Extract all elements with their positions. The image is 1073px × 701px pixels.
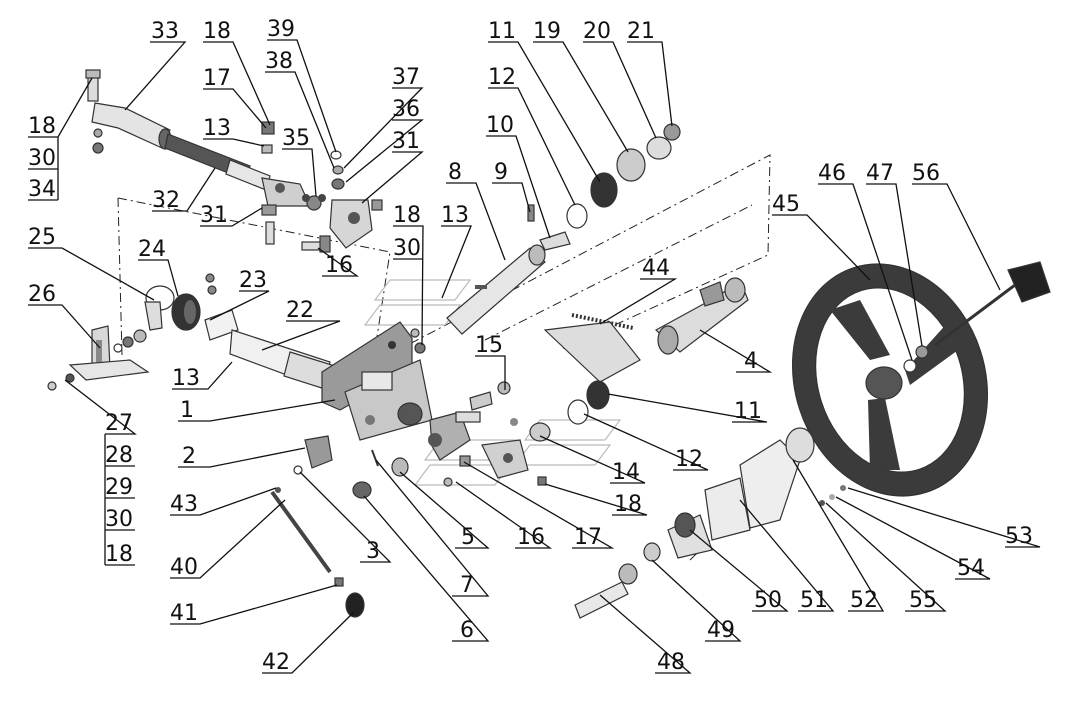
callout: 26	[28, 282, 56, 307]
bolt-16	[301, 235, 331, 253]
callout: 17	[203, 66, 231, 91]
callout: 2	[182, 444, 196, 469]
callout: 4	[744, 349, 758, 374]
joint-14	[443, 381, 547, 487]
sleeve-52	[739, 439, 801, 529]
callout: 44	[642, 256, 670, 281]
callout: 30	[393, 236, 421, 261]
shaft-48	[574, 581, 629, 619]
callout: 18	[614, 492, 642, 517]
callout: 24	[138, 237, 166, 262]
universal-joint-31	[261, 177, 311, 245]
callout: 41	[170, 601, 198, 626]
callout: 10	[486, 113, 514, 138]
callout: 33	[151, 19, 179, 44]
callout: 25	[28, 225, 56, 250]
cross-35	[302, 194, 326, 211]
housing-1	[321, 321, 471, 461]
callout: 36	[392, 97, 420, 122]
callout: 48	[657, 650, 685, 675]
callout: 27	[105, 411, 133, 436]
bracket-2	[304, 435, 333, 469]
nut-part	[92, 142, 104, 154]
callout: 56	[912, 161, 940, 186]
rod-40	[270, 490, 332, 574]
callout: 17	[574, 525, 602, 550]
callout: 49	[707, 618, 735, 643]
callout: 13	[203, 116, 231, 141]
callout: 11	[488, 19, 516, 44]
callout: 40	[170, 555, 198, 580]
callout: 23	[239, 268, 267, 293]
callout: 29	[105, 475, 133, 500]
callout: 5	[461, 525, 475, 550]
callout: 31	[200, 203, 228, 228]
callout: 12	[675, 447, 703, 472]
callout: 37	[392, 65, 420, 90]
callout: 54	[957, 556, 985, 581]
callout: 3	[366, 539, 380, 564]
column-housing-4	[543, 277, 749, 383]
callout: 47	[866, 161, 894, 186]
callout: 45	[772, 192, 800, 217]
callout: 32	[152, 188, 180, 213]
callout: 22	[286, 298, 314, 323]
splined-shaft-32	[164, 133, 271, 191]
callout: 14	[612, 460, 640, 485]
callout: 1	[180, 398, 194, 423]
callout: 34	[28, 177, 56, 202]
universal-joint-31b	[329, 199, 383, 249]
callout: 43	[170, 492, 198, 517]
callout: 18	[393, 203, 421, 228]
callout: 16	[517, 525, 545, 550]
callout: 11	[734, 399, 762, 424]
callout: 28	[105, 443, 133, 468]
washer-part	[93, 128, 103, 138]
bolt-part	[85, 69, 101, 102]
callout: 38	[265, 49, 293, 74]
callout: 20	[583, 19, 611, 44]
callout: 52	[850, 588, 878, 613]
callout: 15	[475, 333, 503, 358]
callout: 46	[818, 161, 846, 186]
callout: 30	[28, 146, 56, 171]
sleeve-51	[704, 477, 751, 541]
callout: 12	[488, 65, 516, 90]
leader-lines	[28, 39, 1041, 674]
callout: 31	[392, 129, 420, 154]
callout: 42	[262, 650, 290, 675]
column-8	[446, 244, 546, 335]
callout: 53	[1005, 524, 1033, 549]
callout: 7	[460, 573, 474, 598]
callout: 18	[105, 542, 133, 567]
bracket-26	[47, 325, 150, 391]
callout: 30	[105, 507, 133, 532]
callout: 18	[203, 19, 231, 44]
callout: 9	[494, 160, 508, 185]
shaft-22-23	[204, 309, 336, 391]
knob-56	[1007, 261, 1051, 303]
callout: 16	[325, 253, 353, 278]
callout: 55	[909, 588, 937, 613]
callout: 6	[460, 618, 474, 643]
callout: 51	[800, 588, 828, 613]
callout: 18	[28, 114, 56, 139]
callout: 35	[282, 126, 310, 151]
callout: 50	[754, 588, 782, 613]
callout: 21	[627, 19, 655, 44]
callout: 39	[267, 17, 295, 42]
parts	[47, 69, 1051, 619]
callout: 13	[441, 203, 469, 228]
callout: 13	[172, 366, 200, 391]
yoke-shaft-33	[91, 102, 172, 150]
steering-wheel-45	[791, 263, 989, 497]
callout-labels: 33 18 39 38 17 37 36 18 30 34 13 35 31 3…	[28, 17, 1033, 675]
callout: 8	[448, 160, 462, 185]
clamp-24-25	[144, 273, 217, 331]
callout: 19	[533, 19, 561, 44]
